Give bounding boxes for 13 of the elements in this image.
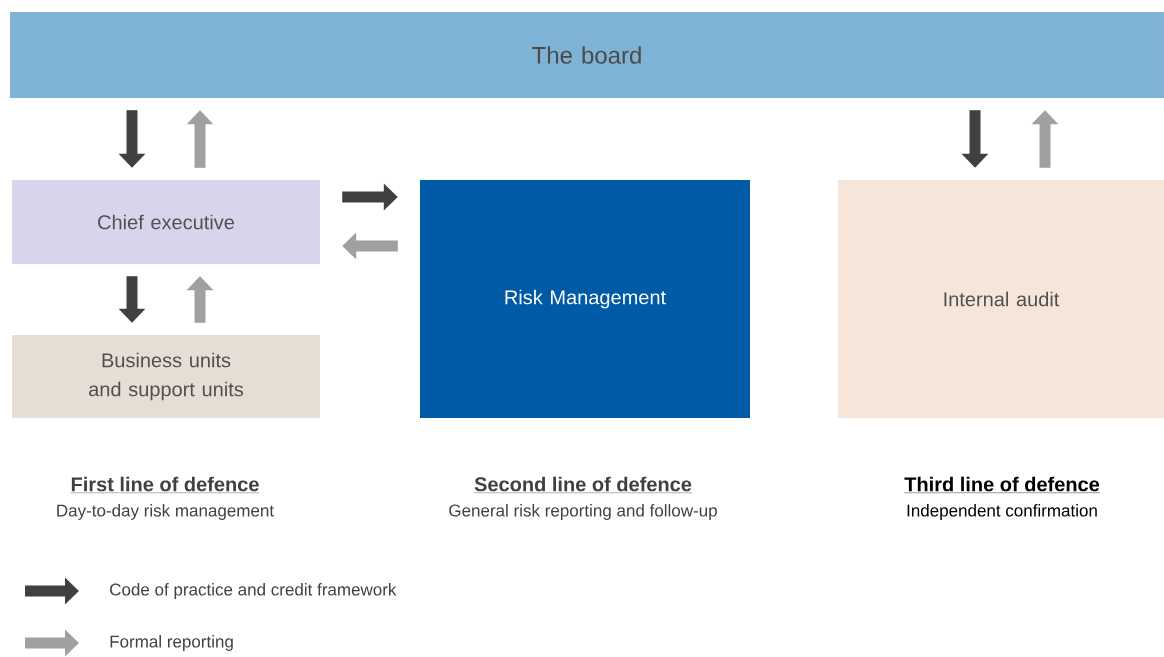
heading: First line of defence [70,476,260,493]
subheading: Independent confirmation [907,504,1097,520]
box: Business units and support units [12,335,320,418]
heading: Second line of defence [473,476,693,493]
legend-text: Formal reporting [110,635,233,651]
legend-text: Code of practice and credit framework [110,583,397,599]
box: The board [10,12,1164,98]
subheading: Day-to-day risk management [57,504,274,520]
subheading: General risk reporting and follow-up [449,504,717,520]
box: Chief executive [12,180,320,264]
box: Internal audit [838,180,1164,418]
heading: Third line of defence [904,476,1100,493]
box: Risk Management [420,180,750,418]
